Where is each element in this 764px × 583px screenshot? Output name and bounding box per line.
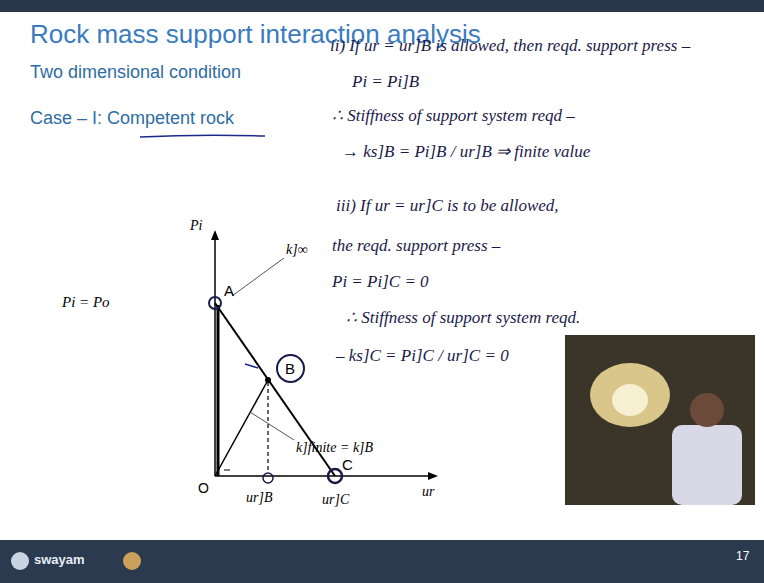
point-a [209, 297, 221, 309]
support-line-infinite [217, 305, 220, 476]
point-label: Pi = Po [62, 294, 110, 311]
handwritten-note: iii) If ur = ur]C is to be allowed, [336, 196, 559, 216]
support-line-finite [215, 380, 268, 476]
axis-label: ur [422, 484, 434, 500]
point-label: B [285, 360, 295, 377]
pi-axis [214, 236, 216, 476]
axis-label: Pi [190, 218, 202, 234]
underline [140, 135, 265, 137]
page-number: 17 [736, 550, 749, 564]
pen-mark [245, 364, 258, 368]
dashed-line [267, 382, 268, 472]
tunnel [612, 384, 648, 416]
point-label: C [342, 456, 353, 473]
case-heading: Case – I: Competent rock [30, 108, 234, 129]
arrowhead [428, 472, 438, 480]
arrowhead [211, 230, 219, 240]
handwritten-note: ∴ Stiffness of support system reqd. [346, 308, 580, 328]
point-c [328, 469, 342, 483]
handwritten-note: Pi = Pi]C = 0 [332, 272, 429, 292]
presenter [672, 425, 742, 505]
logo-text: swayam [34, 553, 85, 568]
point-b [265, 377, 271, 383]
handwritten-note: ii) If ur = ur]B is allowed, then reqd. … [330, 36, 690, 56]
displacement-label: ur]B [246, 490, 272, 506]
tick [224, 470, 230, 471]
leader-line [250, 412, 294, 440]
bottom-bar [0, 540, 764, 583]
presenter [690, 393, 724, 427]
handwritten-note: → ks]B = Pi]B / ur]B ⇒ finite value [342, 142, 590, 162]
stiffness-label: k]finite = k]B [296, 440, 373, 456]
stiffness-label: k]∞ [286, 242, 308, 258]
handwritten-note: ∴ Stiffness of support system reqd – [332, 106, 575, 126]
handwritten-note: the reqd. support press – [332, 236, 500, 256]
handwritten-note: – ks]C = Pi]C / ur]C = 0 [336, 346, 509, 366]
video-inset [565, 335, 755, 505]
logo-icon [123, 552, 141, 570]
point-marker [263, 473, 273, 483]
circled-point: B [276, 354, 305, 383]
point-label: A [224, 282, 234, 299]
top-bar [0, 0, 764, 12]
subtitle: Two dimensional condition [30, 62, 241, 83]
leader-line [232, 258, 284, 296]
tunnel [590, 363, 670, 427]
displacement-label: ur]C [322, 492, 349, 508]
handwritten-note: Pi = Pi]B [352, 72, 419, 92]
logo-icon [11, 552, 29, 570]
ur-axis [215, 475, 432, 477]
origin-label: O [198, 480, 209, 496]
